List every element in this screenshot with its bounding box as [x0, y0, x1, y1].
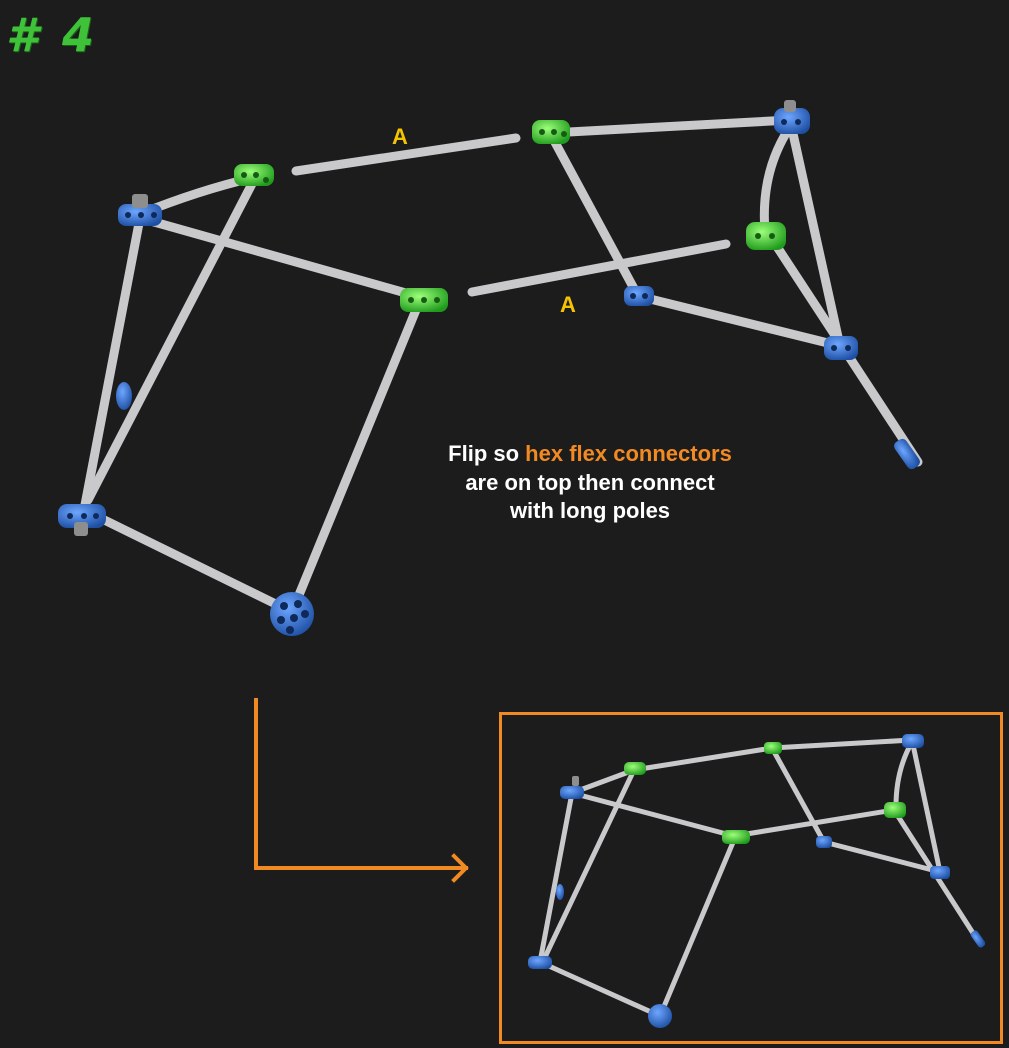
instruction-line3: with long poles — [510, 498, 670, 523]
blue-connector — [824, 336, 858, 360]
green-connector — [532, 120, 570, 144]
green-connector — [400, 288, 448, 312]
poles-a — [296, 138, 726, 292]
instruction-part2: are on top then connect — [465, 470, 714, 495]
instruction-part1: Flip so — [448, 441, 525, 466]
pole-a-lower — [472, 244, 726, 292]
hub-connector — [270, 592, 314, 636]
pole-label-a-upper: A — [392, 124, 408, 150]
blue-connector — [116, 382, 132, 410]
instruction-highlight: hex flex connectors — [525, 441, 732, 466]
step-number: # 4 — [6, 8, 98, 62]
right-structure — [550, 120, 918, 462]
blue-connector — [58, 504, 106, 536]
green-connector — [746, 222, 786, 250]
blue-connector — [118, 194, 162, 226]
green-connector — [234, 164, 274, 186]
preview-frame — [499, 712, 1003, 1044]
blue-connector — [624, 286, 654, 306]
blue-connector — [774, 100, 810, 134]
left-structure — [84, 178, 420, 612]
arrow-right-icon — [256, 700, 466, 880]
instruction-text: Flip so hex flex connectors are on top t… — [390, 440, 790, 526]
pole-label-a-lower: A — [560, 292, 576, 318]
